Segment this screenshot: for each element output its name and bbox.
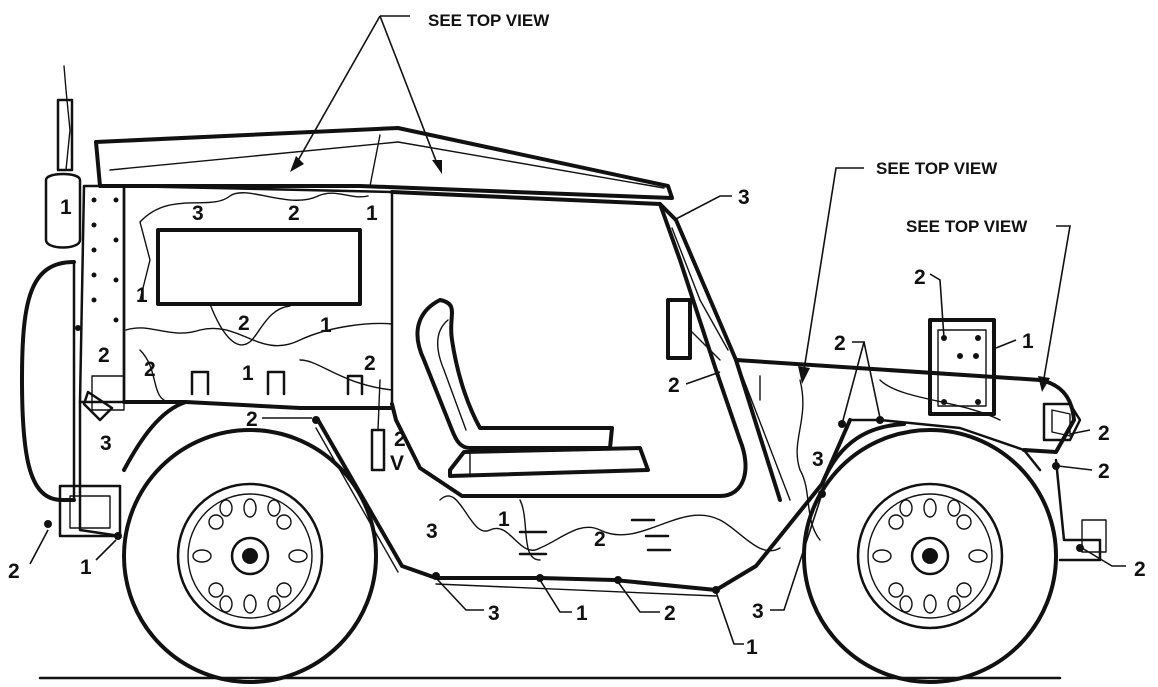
zone-arch-2: 2 (246, 408, 258, 431)
zone-mid-1: 1 (242, 362, 254, 385)
zone-top-1: 1 (366, 202, 378, 225)
see-top-view-top: SEE TOP VIEW (428, 11, 550, 30)
zone-front-bottom-3: 3 (752, 600, 764, 623)
zone-window-1: 1 (320, 314, 332, 337)
side-window (156, 228, 362, 306)
rear-wheel (122, 428, 378, 684)
zone-mirror-2: 2 (668, 374, 680, 397)
leader-lines (29, 195, 1126, 645)
zone-windshield-3: 3 (738, 186, 750, 209)
zone-side-1: 1 (136, 284, 148, 307)
front-bumper (1054, 458, 1107, 562)
tie-downs (190, 370, 364, 396)
zone-front-2: 2 (1098, 460, 1110, 483)
zone-bottom-2: 2 (664, 602, 676, 625)
hood-box (928, 318, 996, 416)
zone-rocker-2: 2 (594, 528, 606, 551)
callout-arrows (290, 15, 1071, 392)
zone-bottom-3: 3 (488, 602, 500, 625)
zone-hood-1: 1 (1022, 330, 1034, 353)
zone-bottom-1b: 1 (746, 636, 758, 659)
rear-bumper (44, 400, 122, 540)
zone-fender-3: 3 (812, 448, 824, 471)
zone-top-3: 3 (192, 202, 204, 225)
zone-bracket-2: 2 (364, 352, 376, 375)
zone-rear-2b: 2 (144, 358, 156, 381)
body-side (122, 184, 394, 410)
rivets (75, 197, 119, 331)
windshield (658, 202, 791, 502)
zone-top-2: 2 (288, 202, 300, 225)
zone-rear-lower-3: 3 (100, 432, 112, 455)
rear-antenna (44, 65, 82, 249)
zone-rocker-1: 1 (498, 508, 510, 531)
wheel-arch-rear (122, 400, 188, 472)
zone-rear-2a: 2 (98, 344, 110, 367)
tail-light (82, 375, 125, 422)
front-wheel (802, 428, 1058, 684)
antenna-v-mark: V (390, 452, 404, 475)
zone-bumper-2: 2 (8, 560, 20, 583)
zone-bumper-1: 1 (80, 556, 92, 579)
door-antenna (370, 379, 386, 472)
zone-window-2: 2 (238, 312, 250, 335)
rear-cab (75, 184, 126, 404)
wheel-arch-front (820, 422, 906, 486)
zone-grille-2: 2 (1098, 422, 1110, 445)
zone-bottom-1: 1 (576, 602, 588, 625)
zone-cowl-2: 2 (834, 332, 846, 355)
zone-rear-upper-1: 1 (60, 196, 72, 219)
spare-tire (20, 260, 76, 502)
zone-hood-2: 2 (914, 266, 926, 289)
hood (734, 358, 1076, 472)
zone-antenna-2: 2 (394, 428, 406, 451)
see-top-view-mid: SEE TOP VIEW (876, 159, 998, 178)
see-top-view-right: SEE TOP VIEW (906, 217, 1028, 236)
door-opening (390, 190, 748, 498)
zone-rocker-3: 3 (426, 520, 438, 543)
zone-front-bumper-2: 2 (1134, 558, 1146, 581)
latches (518, 518, 672, 556)
seat (415, 298, 650, 478)
